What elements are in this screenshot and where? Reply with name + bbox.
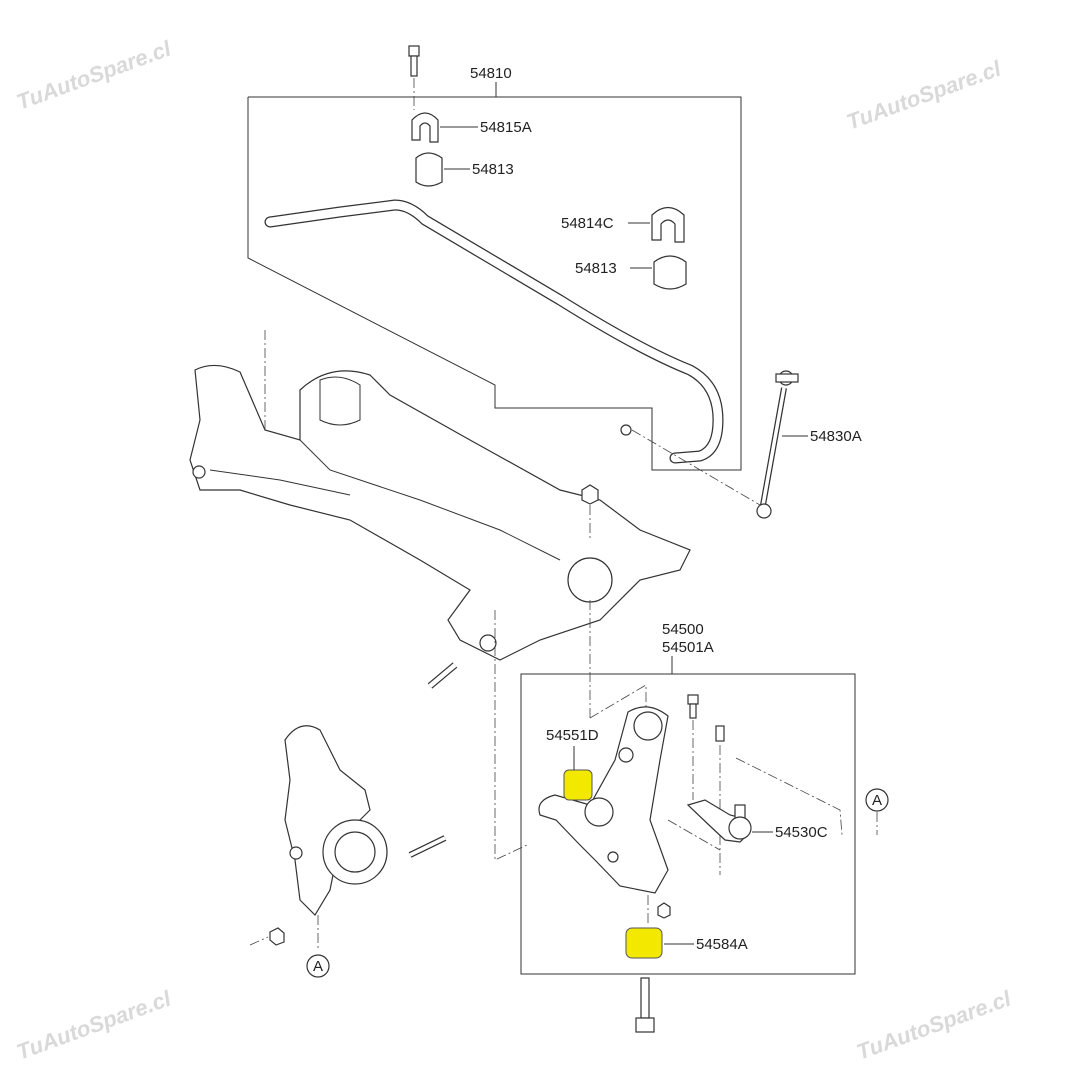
watermark-text: TuAutoSpare.cl xyxy=(853,985,1015,1064)
reference-circle-a-right xyxy=(865,788,889,812)
rear-bushing-54584A xyxy=(625,927,663,959)
label-54530C[interactable]: 54530C xyxy=(775,824,828,841)
label-a-knuckle[interactable]: A xyxy=(313,958,323,975)
bushing-54813-left xyxy=(415,152,443,187)
label-54551D[interactable]: 54551D xyxy=(546,727,599,744)
steering-knuckle xyxy=(249,725,447,950)
lower-control-arm xyxy=(538,706,669,894)
label-54501A[interactable]: 54501A xyxy=(662,639,714,656)
bracket-54814C xyxy=(651,206,685,243)
label-54830A[interactable]: 54830A xyxy=(810,428,862,445)
subframe-crossmember xyxy=(189,330,691,661)
label-a-right[interactable]: A xyxy=(872,792,882,809)
front-bushing-54551D xyxy=(563,769,593,801)
label-54813-left[interactable]: 54813 xyxy=(472,161,514,178)
bracket-54815A xyxy=(411,112,439,143)
reference-circle-a-knuckle xyxy=(306,954,330,978)
bushing-54813-right xyxy=(653,255,687,290)
label-54813-right[interactable]: 54813 xyxy=(575,260,617,277)
label-54815A[interactable]: 54815A xyxy=(480,119,532,136)
watermark-text: TuAutoSpare.cl xyxy=(13,985,175,1064)
stabilizer-link-54830A xyxy=(620,370,799,519)
label-54814C[interactable]: 54814C xyxy=(561,215,614,232)
bolt-icon xyxy=(427,662,458,689)
ball-joint-54530C xyxy=(686,799,752,843)
stabilizer-group-box xyxy=(247,96,742,471)
lower-arm-group-box xyxy=(520,673,856,975)
watermark-text: TuAutoSpare.cl xyxy=(13,35,175,114)
bolt-icon xyxy=(408,45,420,110)
watermark-text: TuAutoSpare.cl xyxy=(843,55,1005,134)
label-54810[interactable]: 54810 xyxy=(470,65,512,82)
label-54584A[interactable]: 54584A xyxy=(696,936,748,953)
label-54500[interactable]: 54500 xyxy=(662,621,704,638)
